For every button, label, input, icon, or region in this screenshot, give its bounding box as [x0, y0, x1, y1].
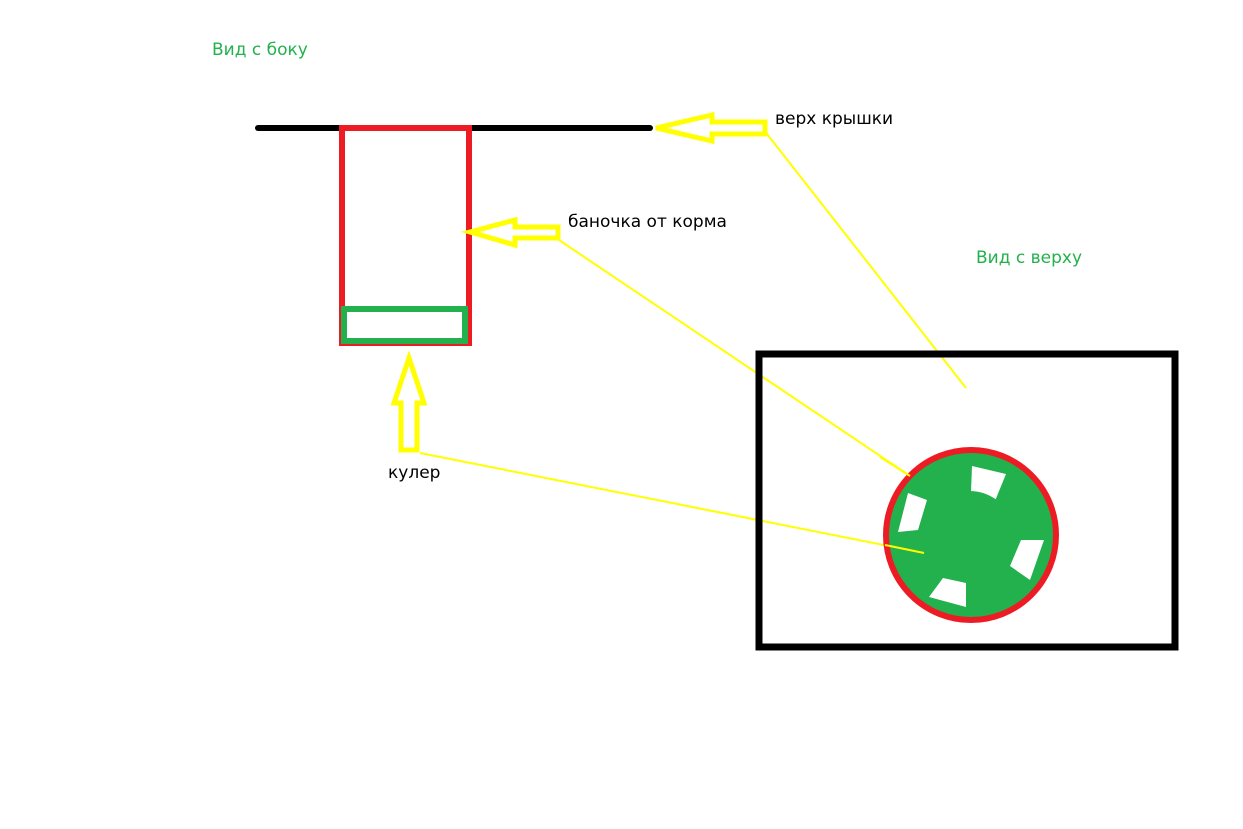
jar-arrow-icon [460, 216, 561, 249]
cooler-blades [898, 466, 1044, 607]
connector-lid [766, 133, 967, 389]
lid-arrow-icon [655, 111, 768, 145]
connector-jar [558, 239, 911, 477]
cooler-arrow-icon [390, 350, 428, 453]
cooler-side [341, 306, 468, 344]
connector-cooler-end [884, 544, 925, 554]
food-jar-label: баночка от корма [568, 212, 727, 232]
connector-jar-end [879, 456, 911, 477]
fan-blade [898, 493, 927, 532]
cooler-label: кулер [388, 463, 441, 483]
connector-cooler [419, 452, 925, 554]
lid-top-label: верх крышки [775, 109, 894, 129]
top-view-title: Вид с верху [976, 248, 1083, 268]
fan-blade [1010, 540, 1044, 580]
cooler-hub [926, 491, 1014, 579]
lid-top-view [755, 350, 1179, 651]
side-view-title: Вид с боку [212, 40, 308, 60]
fan-blade [929, 578, 966, 607]
